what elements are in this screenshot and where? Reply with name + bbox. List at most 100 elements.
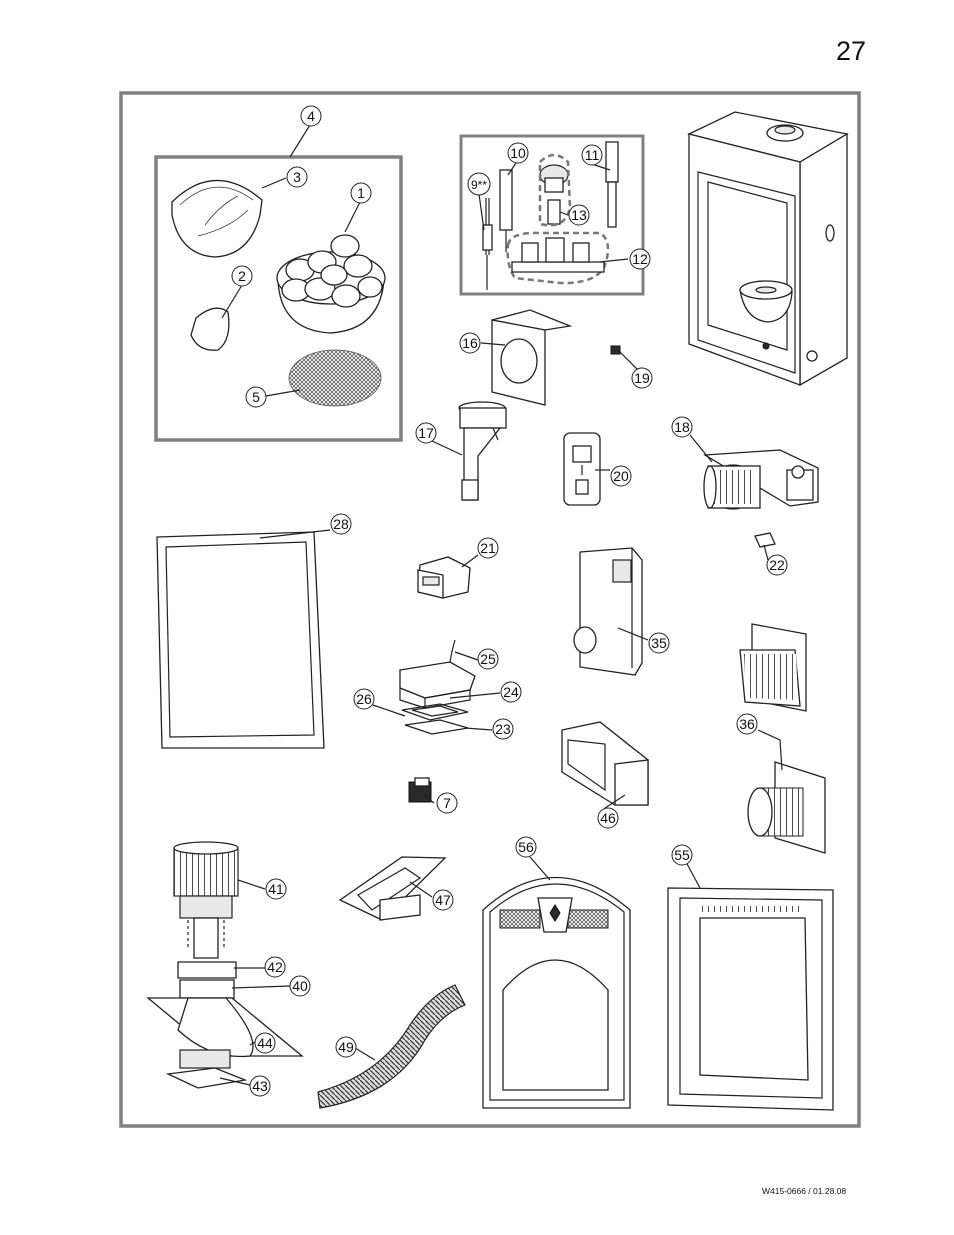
callout-2: 2 — [231, 265, 253, 287]
callout-5: 5 — [245, 386, 267, 408]
callout-21: 21 — [477, 537, 499, 559]
svg-text:55: 55 — [674, 847, 690, 863]
callout-20: 20 — [610, 465, 632, 487]
svg-text:44: 44 — [257, 1035, 273, 1051]
svg-text:4: 4 — [307, 108, 315, 124]
callout-55: 55 — [671, 844, 693, 866]
part-control-module — [417, 556, 471, 599]
svg-text:21: 21 — [480, 540, 496, 556]
part-vent-box — [573, 547, 643, 676]
callout-56: 56 — [515, 836, 537, 858]
svg-text:56: 56 — [518, 839, 534, 855]
svg-text:42: 42 — [267, 959, 283, 975]
callout-10: 10 — [507, 142, 529, 164]
svg-text:19: 19 — [634, 370, 650, 386]
svg-text:35: 35 — [651, 635, 667, 651]
part-remote — [563, 432, 601, 506]
svg-text:36: 36 — [739, 716, 755, 732]
burner-components-box — [459, 134, 645, 296]
callout-49: 49 — [335, 1036, 357, 1058]
callouts: 4 3 1 2 5 10 9** 11 13 12 16 19 17 18 20… — [231, 105, 788, 1097]
svg-text:20: 20 — [613, 468, 629, 484]
callout-41: 41 — [265, 878, 287, 900]
part-rectangular-front — [667, 887, 834, 1111]
callout-42: 42 — [264, 956, 286, 978]
svg-text:43: 43 — [252, 1078, 268, 1094]
svg-text:1: 1 — [357, 185, 365, 201]
callout-47: 47 — [432, 889, 454, 911]
callout-19: 19 — [631, 367, 653, 389]
callout-35: 35 — [648, 632, 670, 654]
svg-text:9**: 9** — [471, 178, 487, 192]
svg-text:25: 25 — [480, 651, 496, 667]
callout-13: 13 — [568, 204, 590, 226]
callout-28: 28 — [330, 513, 352, 535]
svg-text:2: 2 — [238, 268, 246, 284]
callout-9: 9** — [467, 172, 491, 196]
callout-40: 40 — [289, 975, 311, 997]
svg-text:49: 49 — [338, 1039, 354, 1055]
part-bowl-empty — [171, 179, 263, 258]
callout-43: 43 — [249, 1075, 271, 1097]
part-gas-valve — [408, 777, 432, 803]
svg-text:16: 16 — [462, 335, 478, 351]
svg-text:47: 47 — [435, 892, 451, 908]
svg-text:40: 40 — [292, 978, 308, 994]
callout-23: 23 — [492, 718, 514, 740]
svg-text:17: 17 — [418, 425, 434, 441]
callout-24: 24 — [500, 681, 522, 703]
part-vent-cap — [739, 623, 826, 854]
page-number: 27 — [836, 36, 867, 66]
callout-17: 17 — [415, 422, 437, 444]
callout-4: 4 — [300, 105, 322, 127]
callout-18: 18 — [671, 416, 693, 438]
part-arched-front — [482, 876, 631, 1109]
svg-text:28: 28 — [333, 516, 349, 532]
part-fireplace-unit — [687, 111, 849, 387]
part-blower — [702, 449, 819, 510]
part-flex-hose — [317, 984, 466, 1109]
leader-lines — [219, 124, 783, 1086]
svg-text:12: 12 — [632, 251, 648, 267]
svg-text:5: 5 — [252, 389, 260, 405]
svg-text:13: 13 — [571, 207, 587, 223]
callout-3: 3 — [286, 166, 308, 188]
part-firebox-insert — [561, 721, 649, 806]
part-stone — [190, 307, 230, 351]
callout-11: 11 — [581, 144, 603, 166]
part-mounting-bracket — [338, 856, 447, 921]
callout-12: 12 — [629, 248, 651, 270]
svg-text:41: 41 — [268, 881, 284, 897]
callout-26: 26 — [353, 688, 375, 710]
svg-text:46: 46 — [600, 810, 616, 826]
svg-text:23: 23 — [495, 721, 511, 737]
part-pipe-adapter — [458, 401, 507, 501]
svg-text:22: 22 — [769, 557, 785, 573]
media-kit-box — [154, 155, 403, 442]
callout-25: 25 — [477, 648, 499, 670]
part-small-connector — [610, 345, 621, 355]
callout-36: 36 — [736, 713, 758, 735]
svg-text:11: 11 — [585, 147, 600, 163]
part-cap-assembly — [399, 639, 476, 735]
callout-46: 46 — [597, 807, 619, 829]
svg-text:18: 18 — [674, 419, 690, 435]
callout-16: 16 — [459, 332, 481, 354]
part-bowl-stones — [276, 234, 386, 334]
outer-frame — [119, 91, 861, 1128]
part-glass-door — [156, 531, 325, 749]
svg-text:10: 10 — [510, 145, 526, 161]
callout-1: 1 — [350, 182, 372, 204]
svg-text:24: 24 — [503, 684, 519, 700]
svg-text:26: 26 — [356, 691, 372, 707]
part-mesh-screen — [288, 349, 382, 407]
callout-22: 22 — [766, 554, 788, 576]
callout-44: 44 — [254, 1032, 276, 1054]
svg-text:7: 7 — [443, 795, 451, 811]
part-burner-components — [482, 141, 619, 290]
part-small-clip — [754, 532, 776, 548]
part-wall-plate — [491, 309, 573, 406]
svg-text:3: 3 — [293, 169, 301, 185]
callout-7: 7 — [436, 792, 458, 814]
